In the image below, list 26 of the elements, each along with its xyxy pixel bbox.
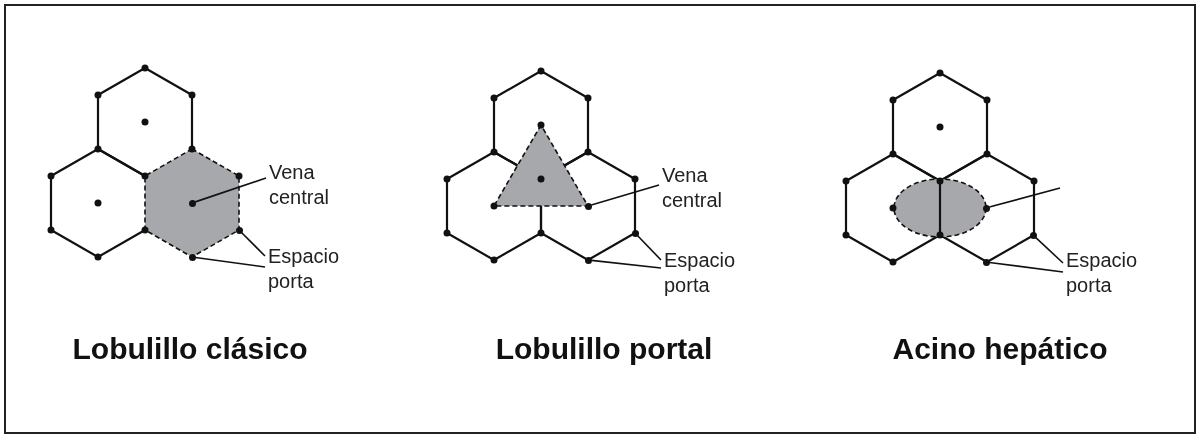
vessel-dot <box>188 253 196 261</box>
callout-label: Espacio porta <box>1066 248 1138 298</box>
panel-title: Lobulillo clásico <box>72 332 308 366</box>
leader-line <box>988 261 1064 273</box>
leader-line <box>240 231 266 257</box>
leader-line <box>1034 236 1064 264</box>
panel-title: Lobulillo portal <box>495 332 713 366</box>
callout-label: Espacio porta <box>268 244 340 294</box>
panel-title: Acino hepático <box>892 332 1108 366</box>
vessel-dot <box>188 199 196 207</box>
vessel-dot <box>982 258 990 266</box>
vessel-dot <box>982 204 990 212</box>
vessel-dot <box>1029 231 1037 239</box>
leader-line <box>590 259 662 269</box>
vessel-dot <box>631 229 639 237</box>
leader-line <box>590 184 660 206</box>
callout-label: Vena central <box>662 163 723 213</box>
callout-label: Vena central <box>269 160 330 210</box>
leader-line <box>194 177 267 203</box>
leader-line <box>636 234 662 261</box>
vessel-dot <box>584 202 592 210</box>
vessel-dot <box>584 256 592 264</box>
leader-line <box>194 256 266 268</box>
callout-label: Espacio porta <box>664 248 736 298</box>
leader-line <box>988 187 1061 208</box>
vessel-dot <box>235 226 243 234</box>
